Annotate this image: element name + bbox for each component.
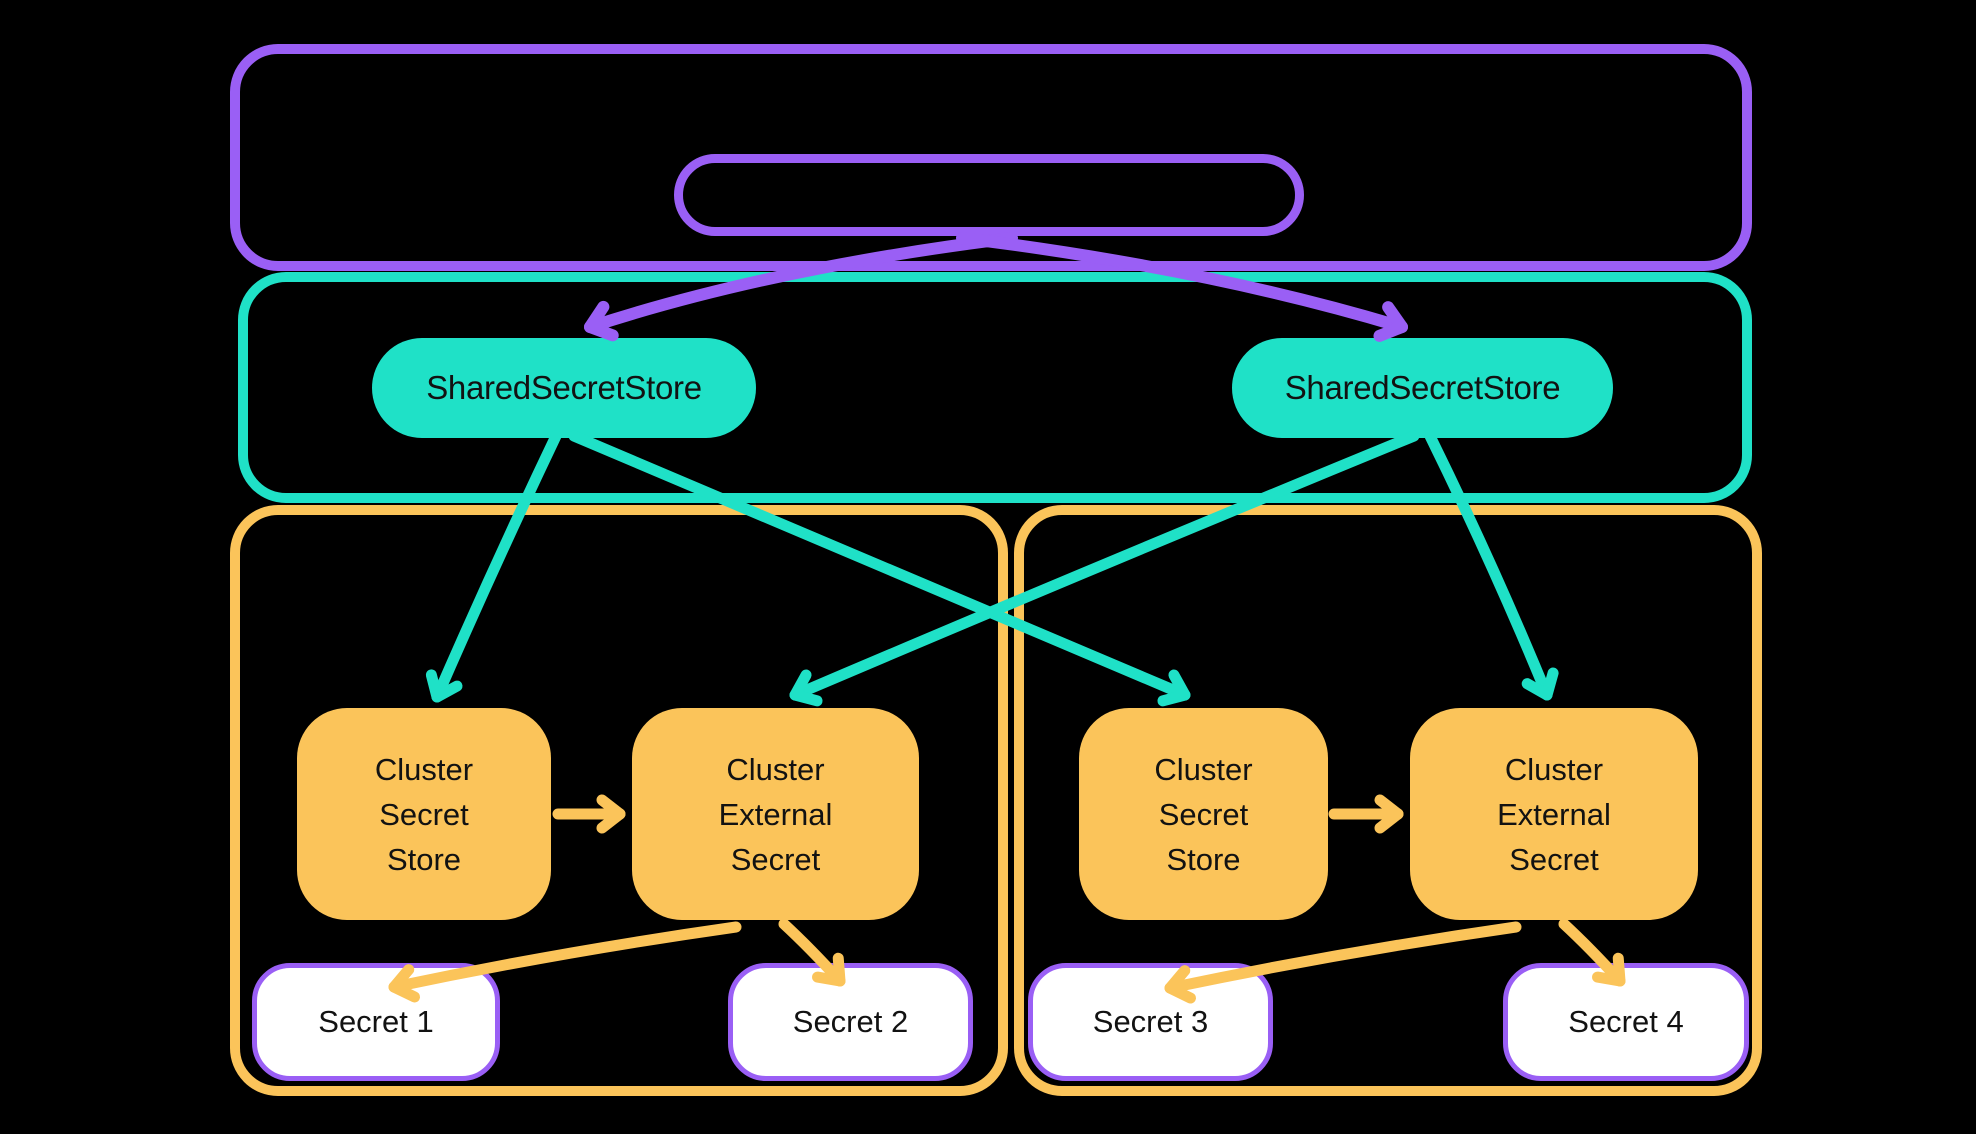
cluster-secret-store-box-left: Cluster Secret Store: [297, 708, 551, 920]
cluster-secret-store-right-line1: Cluster: [1154, 751, 1253, 787]
cluster-secret-store-box-right: Cluster Secret Store: [1079, 708, 1328, 920]
secret-2-label: Secret 2: [792, 1004, 909, 1039]
secret-4-label: Secret 4: [1568, 1004, 1684, 1039]
secret-4-pill: Secret 4: [1503, 963, 1749, 1081]
cluster-external-secret-left-line1: Cluster: [726, 751, 825, 787]
cluster-external-secret-right-line2: External: [1497, 796, 1611, 832]
cluster-external-secret-box-right: Cluster External Secret: [1410, 708, 1698, 920]
cluster-secret-store-left-line3: Store: [386, 841, 462, 877]
shared-secret-store-label-left: SharedSecretStore: [426, 369, 702, 406]
secret-1-pill: Secret 1: [252, 963, 500, 1081]
cluster-secret-store-right-line3: Store: [1166, 841, 1241, 877]
cluster-external-secret-box-left: Cluster External Secret: [632, 708, 919, 920]
shared-secret-store-pill-right: SharedSecretStore: [1232, 338, 1613, 438]
cluster-external-secret-left-line3: Secret: [730, 841, 821, 877]
shared-secret-store-pill-left: SharedSecretStore: [372, 338, 756, 438]
cluster-external-secret-right-line1: Cluster: [1504, 751, 1604, 787]
cluster-external-secret-right-line3: Secret: [1509, 841, 1599, 877]
secret-1-label: Secret 1: [318, 1004, 434, 1039]
secret-3-pill: Secret 3: [1028, 963, 1273, 1081]
shared-secret-store-label-right: SharedSecretStore: [1284, 369, 1561, 406]
cluster-secret-store-left-line1: Cluster: [374, 751, 474, 787]
top-cluster-inner-pill: [674, 154, 1304, 236]
cluster-secret-store-right-line2: Secret: [1158, 796, 1249, 832]
cluster-external-secret-left-line2: External: [718, 796, 833, 832]
secret-2-pill: Secret 2: [728, 963, 973, 1081]
secret-3-label: Secret 3: [1092, 1004, 1209, 1039]
cluster-secret-store-left-line2: Secret: [379, 796, 469, 832]
